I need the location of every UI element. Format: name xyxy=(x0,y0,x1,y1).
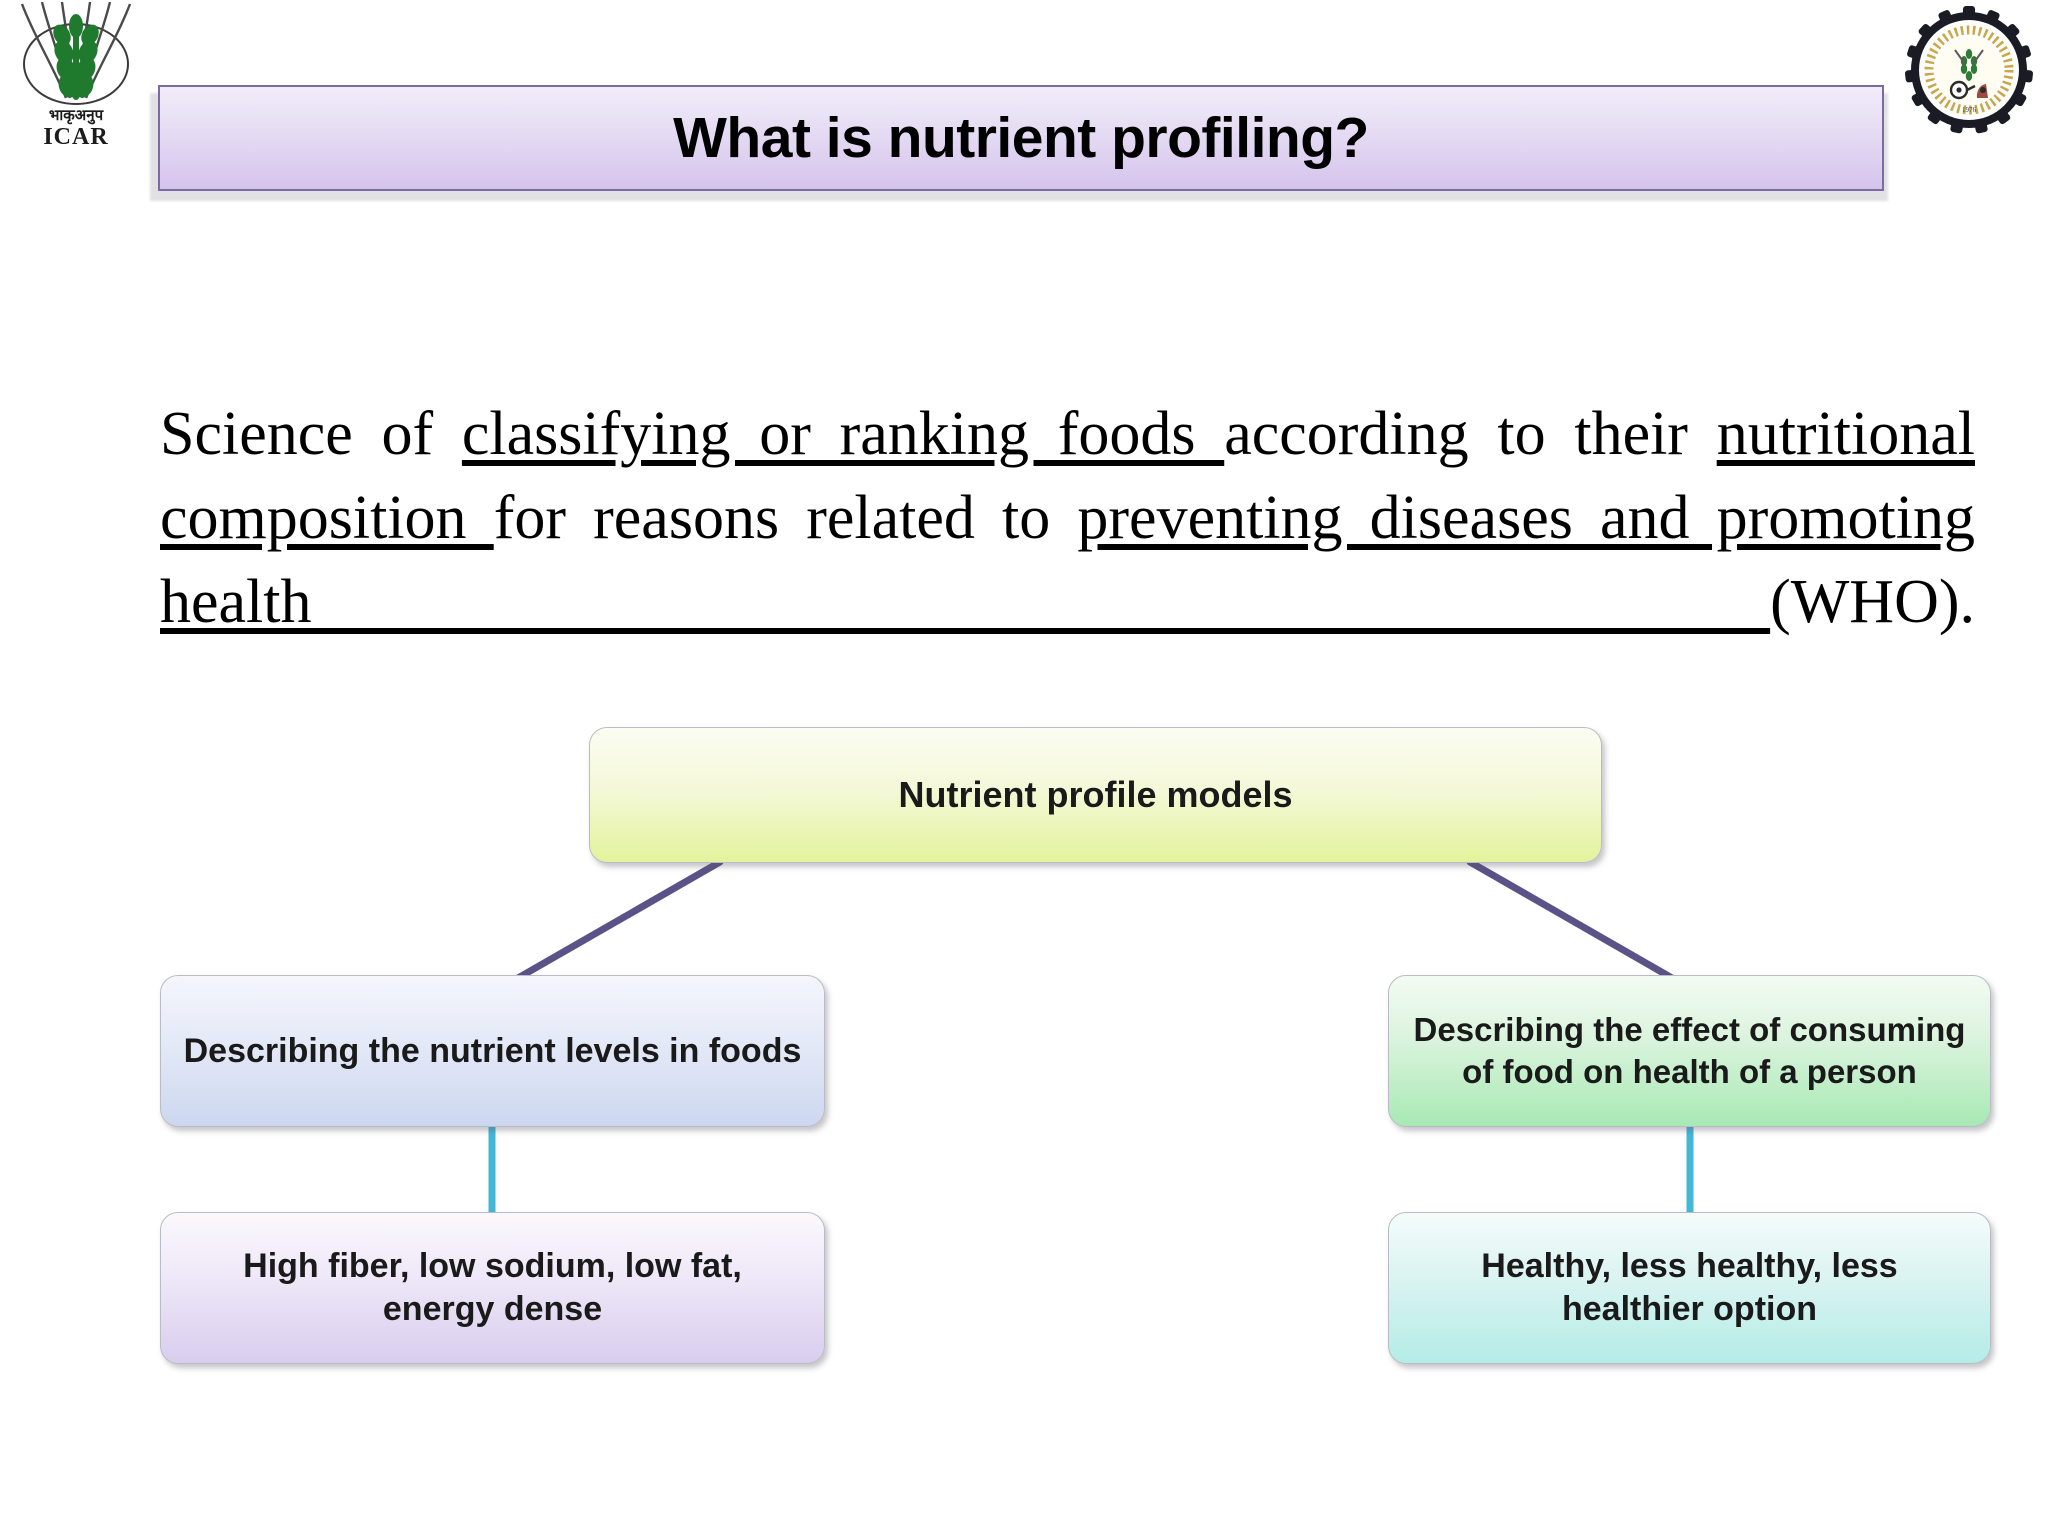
body-segment-4: for reasons related to xyxy=(493,484,1078,552)
svg-text:ICAR: ICAR xyxy=(43,124,108,150)
diagram-node-root-label: Nutrient profile models xyxy=(898,774,1293,815)
body-paragraph: Science of classifying or ranking foods … xyxy=(160,392,1975,728)
icar-logo: भाकृअनुप ICAR xyxy=(8,1,144,152)
diagram-node-left-mid-label: Describing the nutrient levels in foods xyxy=(183,1031,802,1070)
diagram-node-left-leaf[interactable]: High fiber, low sodium, low fat, energy … xyxy=(160,1212,825,1364)
page-title: What is nutrient profiling? xyxy=(673,105,1369,170)
body-segment-5: preventing diseases and promoting health xyxy=(160,484,1975,636)
slide-title-box: What is nutrient profiling? xyxy=(158,85,1884,191)
edge-root-to-right-mid xyxy=(1466,858,1676,982)
diagram-node-right-leaf[interactable]: Healthy, less healthy, less healthier op… xyxy=(1388,1212,1991,1364)
body-segment-1: classifying or ranking foods xyxy=(461,400,1225,468)
body-segment-0: Science of xyxy=(160,400,462,468)
diagram-node-right-mid-label: Describing the effect of consuming of fo… xyxy=(1413,1011,1966,1090)
svg-text:1976: 1976 xyxy=(1962,106,1977,114)
diagram-node-left-leaf-label: High fiber, low sodium, low fat, energy … xyxy=(243,1247,742,1328)
diagram-node-left-mid[interactable]: Describing the nutrient levels in foods xyxy=(160,975,825,1127)
diagram-node-right-leaf-label: Healthy, less healthy, less healthier op… xyxy=(1481,1247,1898,1328)
edge-root-to-left-mid xyxy=(514,858,724,982)
ciae-gear-emblem-icon: 1976 xyxy=(1905,6,2033,134)
body-segment-3: nutritional composition xyxy=(160,400,1975,552)
svg-text:भाकृअनुप: भाकृअनुप xyxy=(49,108,105,125)
body-segment-6: (WHO). xyxy=(1770,568,1975,636)
diagram-node-root[interactable]: Nutrient profile models xyxy=(589,727,1602,863)
body-segment-2: according to their xyxy=(1224,400,1717,468)
diagram-node-right-mid[interactable]: Describing the effect of consuming of fo… xyxy=(1388,975,1991,1127)
